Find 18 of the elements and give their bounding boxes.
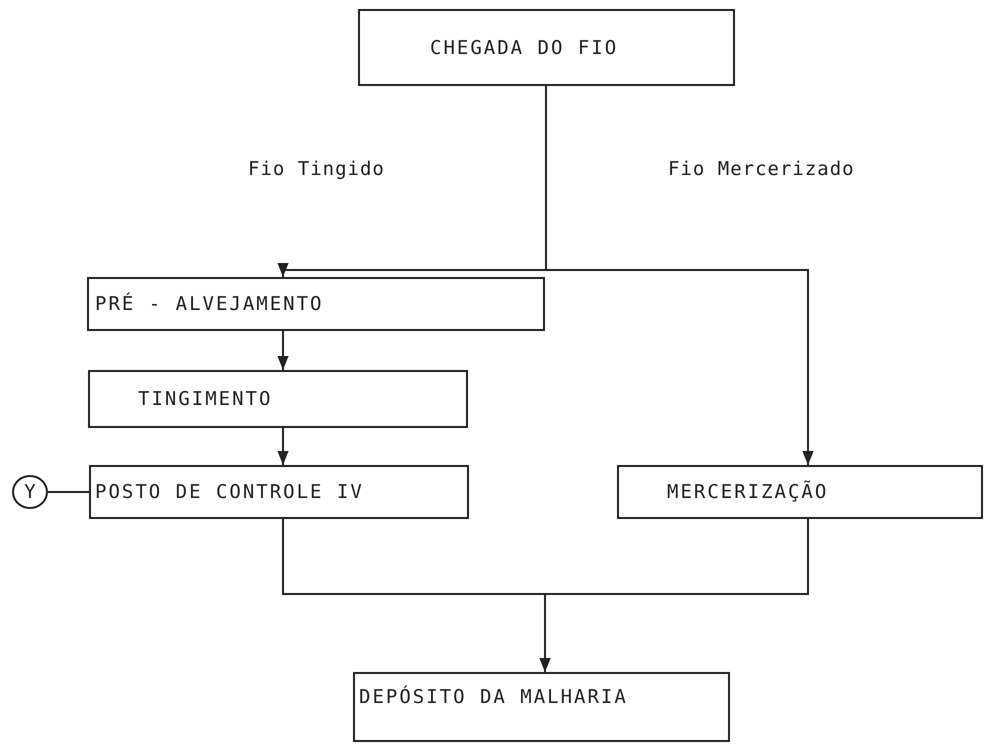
box-label: TINGIMENTO <box>138 388 272 410</box>
box-label: PRÉ - ALVEJAMENTO <box>95 293 324 315</box>
connector-arrow <box>539 519 809 672</box>
box-label: DEPÓSITO DA MALHARIA <box>359 686 628 708</box>
box-label: CHEGADA DO FIO <box>430 36 618 58</box>
connector-circle <box>12 475 48 509</box>
connector-arrow <box>277 331 289 370</box>
edge-label: Fio Tingido <box>248 158 385 180</box>
box-label: Y <box>24 481 36 503</box>
connector-arrow <box>277 428 289 465</box>
process-box <box>87 277 545 331</box>
process-box <box>353 672 730 742</box>
box-label: MERCERIZAÇÃO <box>667 481 828 503</box>
box-label: POSTO DE CONTROLE IV <box>95 481 364 503</box>
process-box <box>358 9 735 86</box>
process-box <box>88 370 468 428</box>
process-box <box>89 465 469 519</box>
process-box <box>617 465 983 519</box>
